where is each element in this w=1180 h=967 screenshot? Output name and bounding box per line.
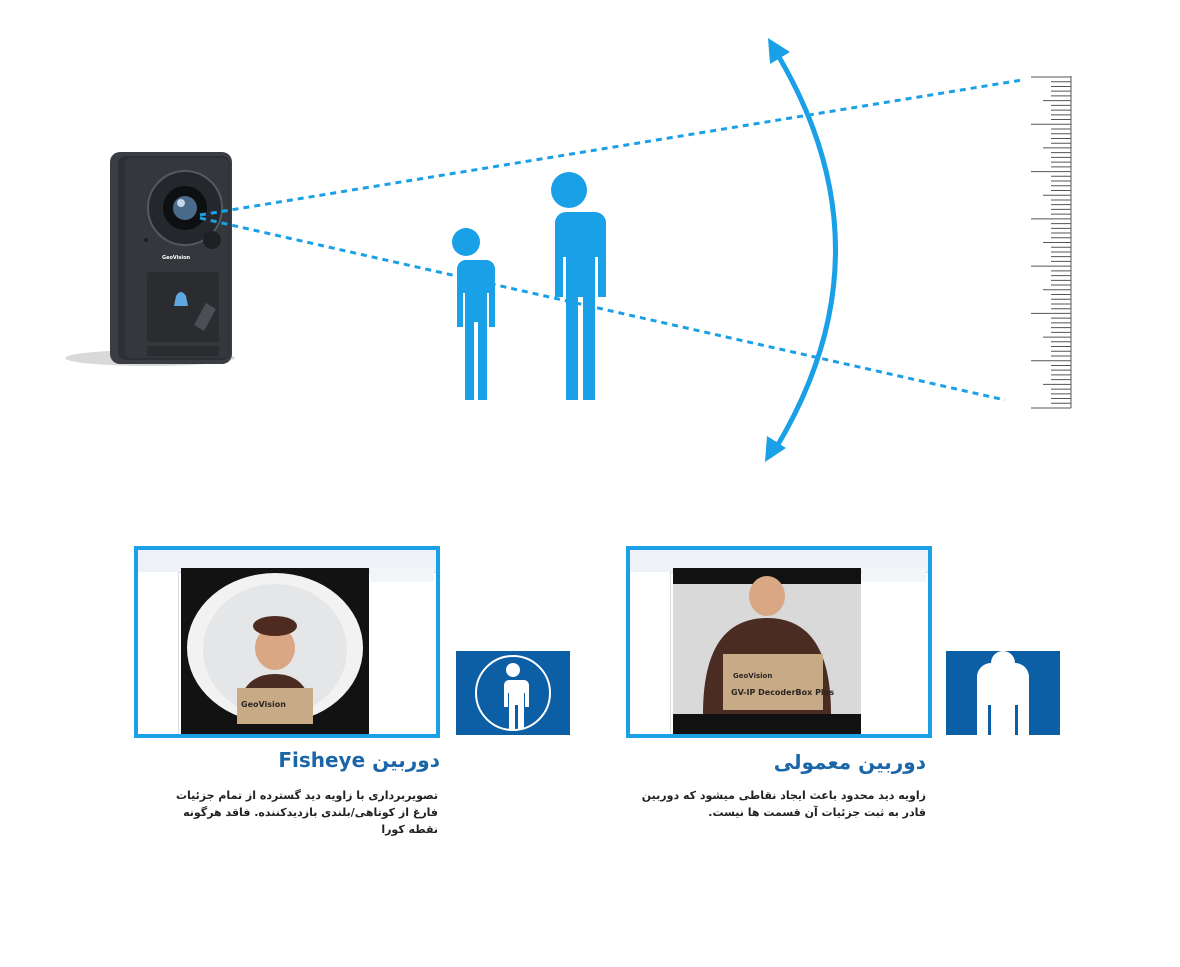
device-brand-label: GeoVision: [162, 255, 191, 261]
software-side-panel: [370, 568, 434, 582]
doorbell-camera-device: [110, 152, 232, 364]
normal-box-text: GV-IP DecoderBox Plus: [731, 688, 835, 697]
fisheye-description: تصویربرداری با زاویه دید گسترده از تمام …: [175, 789, 438, 836]
normal-title: دوربین معمولی: [773, 750, 926, 774]
upper-sight-line: [199, 78, 1023, 217]
normal-box-brand: GeoVision: [733, 672, 773, 680]
normal-description: زاویه دید محدود باعث ایجاد نقاطی میشود ک…: [641, 789, 926, 819]
arrow-down-icon: [765, 436, 786, 462]
short-person-icon: [446, 228, 495, 400]
tall-person-icon: [543, 172, 606, 400]
speaker-grille-icon: [203, 231, 221, 249]
software-tree-panel: [630, 572, 671, 734]
fisheye-video: GeoVision: [181, 568, 369, 734]
arrow-up-icon: [768, 38, 790, 64]
height-ruler: [1031, 76, 1072, 409]
fisheye-title: دوربین Fisheye: [278, 748, 440, 772]
field-of-view-arc: [765, 38, 838, 462]
normal-screen: GeoVision GV-IP DecoderBox Plus: [626, 546, 932, 738]
lower-sight-line: [199, 216, 1006, 402]
fisheye-box-text: GeoVision: [241, 700, 286, 709]
fisheye-screen: GeoVision: [134, 546, 440, 738]
normal-person-badge: [946, 651, 1060, 735]
bell-icon: [174, 292, 188, 306]
normal-video: GeoVision GV-IP DecoderBox Plus: [673, 568, 861, 734]
software-side-panel: [862, 568, 926, 582]
software-tree-panel: [138, 572, 179, 734]
fisheye-person-badge: [456, 651, 570, 735]
field-of-view-diagram: [65, 38, 1072, 462]
